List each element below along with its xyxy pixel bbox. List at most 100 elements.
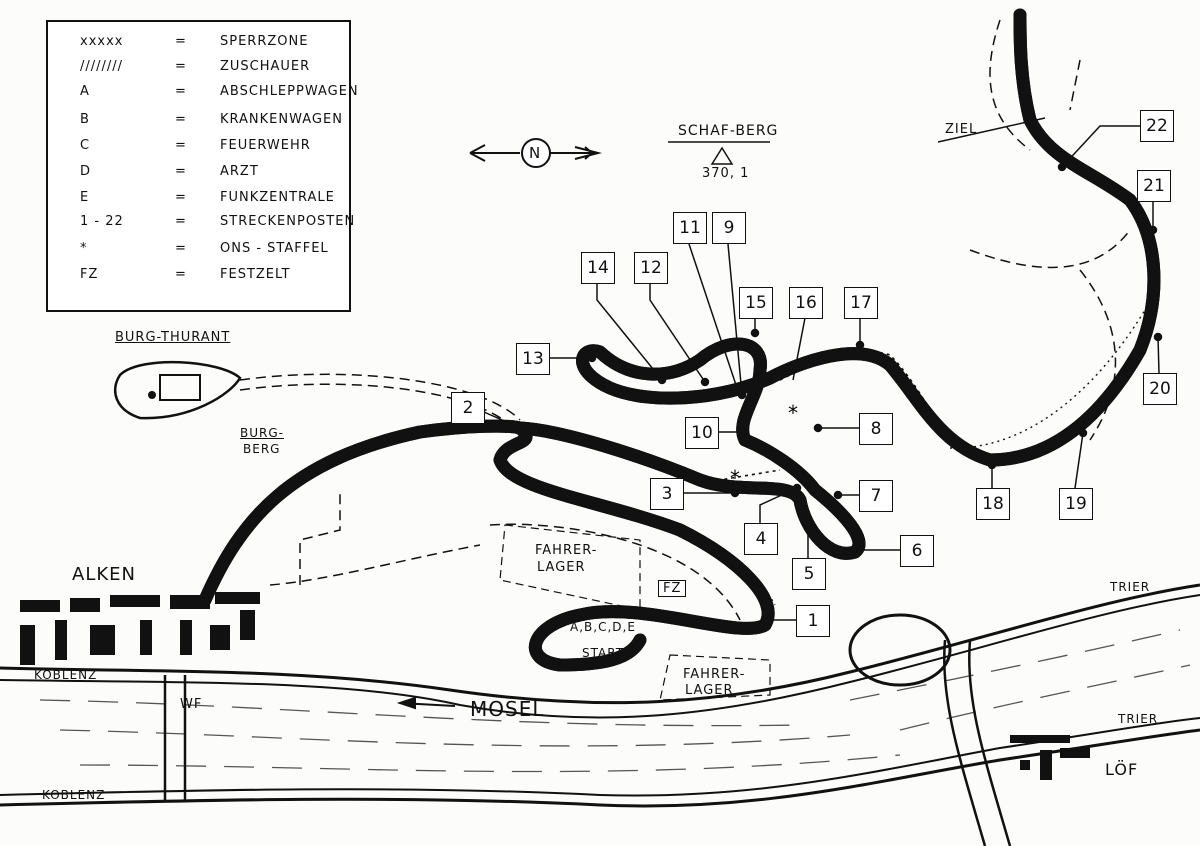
post-3: 3: [650, 478, 684, 510]
festzelt-box: FZ: [658, 580, 687, 597]
legend-symbol: ////////: [80, 59, 124, 74]
finish-line: [937, 117, 1046, 143]
legend-symbol: B: [80, 112, 90, 127]
map-legend: xxxxx = SPERRZONE //////// = ZUSCHAUER A = ABS…: [46, 20, 358, 312]
summit-elevation: 370, 1: [702, 166, 750, 181]
legend-symbol: E: [80, 190, 90, 205]
legend-symbol: *: [80, 241, 88, 256]
legend-label: FUNKZENTRALE: [220, 190, 335, 205]
legend-symbol: 1 - 22: [80, 214, 124, 229]
legend-row: D=ARZT: [80, 164, 259, 179]
post-8: 8: [859, 413, 893, 445]
fahrerlager-areas: [499, 524, 771, 701]
legend-label: ABSCHLEPPWAGEN: [220, 84, 359, 99]
legend-label: ARZT: [220, 164, 259, 179]
legend-eq: =: [175, 112, 187, 127]
post-18: 18: [976, 488, 1010, 520]
legend-row: B = KRANKENWAGEN: [80, 112, 343, 127]
mosel-north-bank: [0, 583, 1200, 705]
footpaths: [239, 19, 1131, 621]
label-alken: ALKEN: [72, 564, 136, 585]
post-2: 2: [451, 392, 485, 424]
label-services: A,B,C,D,E: [570, 620, 636, 634]
label-burg-thurant: BURG-THURANT: [115, 330, 231, 345]
legend-symbol: FZ: [80, 267, 99, 282]
legend-row: 1 - 22 = STRECKENPOSTEN: [80, 214, 355, 229]
post-7: 7: [859, 480, 893, 512]
legend-eq: =: [175, 267, 187, 282]
compass-label: N: [529, 144, 542, 162]
post-19: 19: [1059, 488, 1093, 520]
post-22: 22: [1140, 110, 1174, 142]
label-start: START: [582, 646, 625, 660]
road-north-bank: [0, 594, 1200, 719]
legend-eq: =: [175, 138, 187, 153]
legend-eq: =: [175, 59, 187, 74]
bridge: [163, 675, 187, 800]
post-21: 21: [1137, 170, 1171, 202]
zuschauer-marks: [639, 309, 1146, 606]
legend-label: SPERRZONE: [220, 34, 309, 49]
post-13: 13: [516, 343, 550, 375]
post-10: 10: [685, 417, 719, 449]
legend-eq: =: [175, 214, 187, 229]
legend-label: FESTZELT: [220, 267, 291, 282]
legend-symbol: A: [80, 84, 90, 99]
road-south-bank: [0, 717, 1200, 797]
race-track: [198, 8, 1154, 672]
post-17: 17: [844, 287, 878, 319]
legend-eq: =: [175, 164, 187, 179]
burg-thurant-castle: [113, 360, 242, 420]
mosel-south-bank: [0, 728, 1200, 808]
legend-symbol: xxxxx: [80, 34, 124, 49]
label-fahrerlager-1a: FAHRER-: [535, 543, 598, 558]
post-1: 1: [796, 605, 830, 637]
legend-row: xxxxx = SPERRZONE: [80, 34, 308, 49]
legend-row: FZ = FESTZELT: [80, 267, 290, 282]
post-leaders: [483, 125, 1163, 625]
post-6: 6: [900, 535, 934, 567]
legend-label: STRECKENPOSTEN: [220, 214, 356, 229]
legend-row: C = FEUERWEHR: [80, 138, 311, 153]
post-11: 11: [673, 212, 707, 244]
label-koblenz-bottom: KOBLENZ: [42, 788, 106, 802]
legend-row: E=FUNKZENTRALE: [80, 190, 335, 205]
label-burg-berg-1: BURG-: [240, 426, 284, 440]
legend-label: KRANKENWAGEN: [220, 112, 343, 127]
label-ziel: ZIEL: [945, 122, 978, 137]
legend-label: FEUERWEHR: [220, 138, 311, 153]
label-mosel: MOSEL: [470, 697, 545, 721]
legend-row: *=ONS - STAFFEL: [80, 241, 329, 256]
sperrzone-marks: [534, 351, 951, 521]
svg-text:*: *: [730, 466, 740, 490]
legend-label: ZUSCHAUER: [220, 59, 311, 74]
ons-staffel-icons: **: [730, 401, 798, 490]
label-trier-bottom: TRIER: [1118, 712, 1159, 726]
summit-triangle-icon: [710, 146, 734, 165]
alken-buildings: [20, 592, 260, 665]
legend-eq: =: [175, 84, 187, 99]
post-9: 9: [712, 212, 746, 244]
compass-north-arrow: [469, 138, 602, 168]
post-15: 15: [739, 287, 773, 319]
post-14: 14: [581, 252, 615, 284]
post-12: 12: [634, 252, 668, 284]
post-20: 20: [1143, 373, 1177, 405]
label-wf: WF: [180, 697, 203, 712]
svg-text:*: *: [788, 401, 798, 425]
label-fahrerlager-2b: LAGER: [685, 683, 734, 698]
label-fahrerlager-1b: LAGER: [537, 560, 586, 575]
legend-row: A = ABSCHLEPPWAGEN: [80, 84, 359, 99]
legend-symbol: C: [80, 138, 91, 153]
post-16: 16: [789, 287, 823, 319]
label-trier-top: TRIER: [1110, 580, 1151, 594]
label-fahrerlager-2a: FAHRER-: [683, 667, 746, 682]
label-koblenz-top: KOBLENZ: [34, 668, 98, 682]
post-4: 4: [744, 523, 778, 555]
summit-name: SCHAF-BERG: [678, 123, 779, 139]
legend-eq: =: [175, 34, 187, 49]
loef-buildings: [1010, 735, 1090, 780]
post-5: 5: [792, 558, 826, 590]
